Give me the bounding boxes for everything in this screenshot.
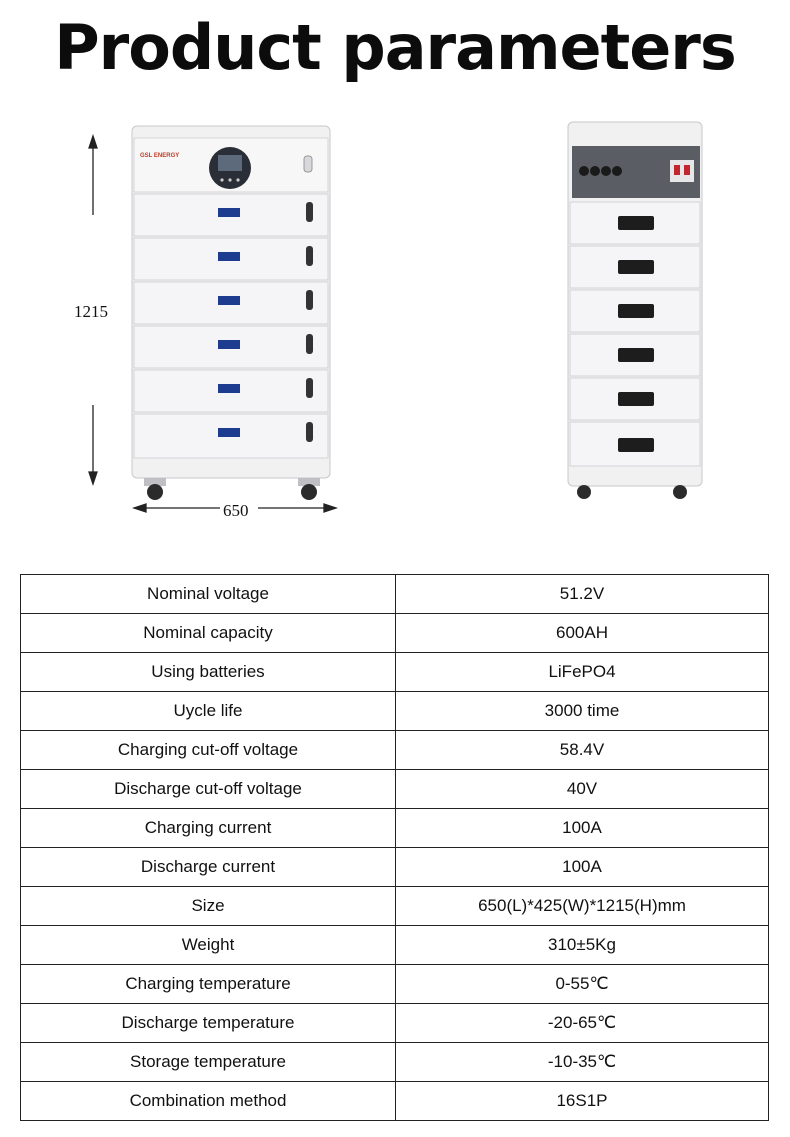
spec-label: Uycle life <box>20 691 396 731</box>
spec-value: -10-35℃ <box>395 1042 769 1082</box>
table-row: Uycle life 3000 time <box>20 691 769 731</box>
spec-label: Storage temperature <box>20 1042 396 1082</box>
cabinet-wheels <box>144 478 320 500</box>
table-row: Discharge temperature -20-65℃ <box>20 1003 769 1043</box>
spec-value: 650(L)*425(W)*1215(H)mm <box>395 886 769 926</box>
spec-label: Discharge current <box>20 847 396 887</box>
spec-value: 58.4V <box>395 730 769 770</box>
spec-label: Nominal capacity <box>20 613 396 653</box>
spec-value: 3000 time <box>395 691 769 731</box>
rear-modules <box>569 201 701 467</box>
spec-label: Nominal voltage <box>20 574 396 614</box>
width-dimension-label: 650 <box>223 501 249 520</box>
spec-label: Charging current <box>20 808 396 848</box>
table-row: Nominal voltage 51.2V <box>20 574 769 614</box>
height-arrow <box>88 133 98 487</box>
spec-value: 0-55℃ <box>395 964 769 1004</box>
table-row: Storage temperature -10-35℃ <box>20 1042 769 1082</box>
spec-value: -20-65℃ <box>395 1003 769 1043</box>
table-row: Discharge cut-off voltage 40V <box>20 769 769 809</box>
table-row: Size 650(L)*425(W)*1215(H)mm <box>20 886 769 926</box>
spec-value: LiFePO4 <box>395 652 769 692</box>
spec-label: Size <box>20 886 396 926</box>
table-row: Using batteries LiFePO4 <box>20 652 769 692</box>
spec-label: Charging temperature <box>20 964 396 1004</box>
spec-value: 600AH <box>395 613 769 653</box>
spec-label: Weight <box>20 925 396 965</box>
table-row: Charging temperature 0-55℃ <box>20 964 769 1004</box>
spec-value: 51.2V <box>395 574 769 614</box>
spec-label: Discharge temperature <box>20 1003 396 1043</box>
spec-value: 100A <box>395 847 769 887</box>
width-arrow <box>131 503 339 513</box>
front-view-battery-cabinet: GSL ENERGY <box>88 125 339 513</box>
parameters-table: Nominal voltage 51.2V Nominal capacity 6… <box>20 574 769 1121</box>
rear-view-battery-cabinet <box>567 121 703 499</box>
height-dimension-label: 1215 <box>74 302 108 321</box>
spec-value: 310±5Kg <box>395 925 769 965</box>
spec-label: Charging cut-off voltage <box>20 730 396 770</box>
page-title: Product parameters <box>54 11 737 84</box>
spec-value: 40V <box>395 769 769 809</box>
table-row: Discharge current 100A <box>20 847 769 887</box>
table-row: Charging cut-off voltage 58.4V <box>20 730 769 770</box>
table-row: Combination method 16S1P <box>20 1081 769 1121</box>
spec-label: Combination method <box>20 1081 396 1121</box>
spec-value: 100A <box>395 808 769 848</box>
spec-label: Discharge cut-off voltage <box>20 769 396 809</box>
brand-logo: GSL ENERGY <box>140 153 179 159</box>
rear-wheels <box>577 485 687 499</box>
battery-modules <box>133 193 329 459</box>
table-row: Weight 310±5Kg <box>20 925 769 965</box>
table-row: Charging current 100A <box>20 808 769 848</box>
spec-label: Using batteries <box>20 652 396 692</box>
table-row: Nominal capacity 600AH <box>20 613 769 653</box>
spec-value: 16S1P <box>395 1081 769 1121</box>
